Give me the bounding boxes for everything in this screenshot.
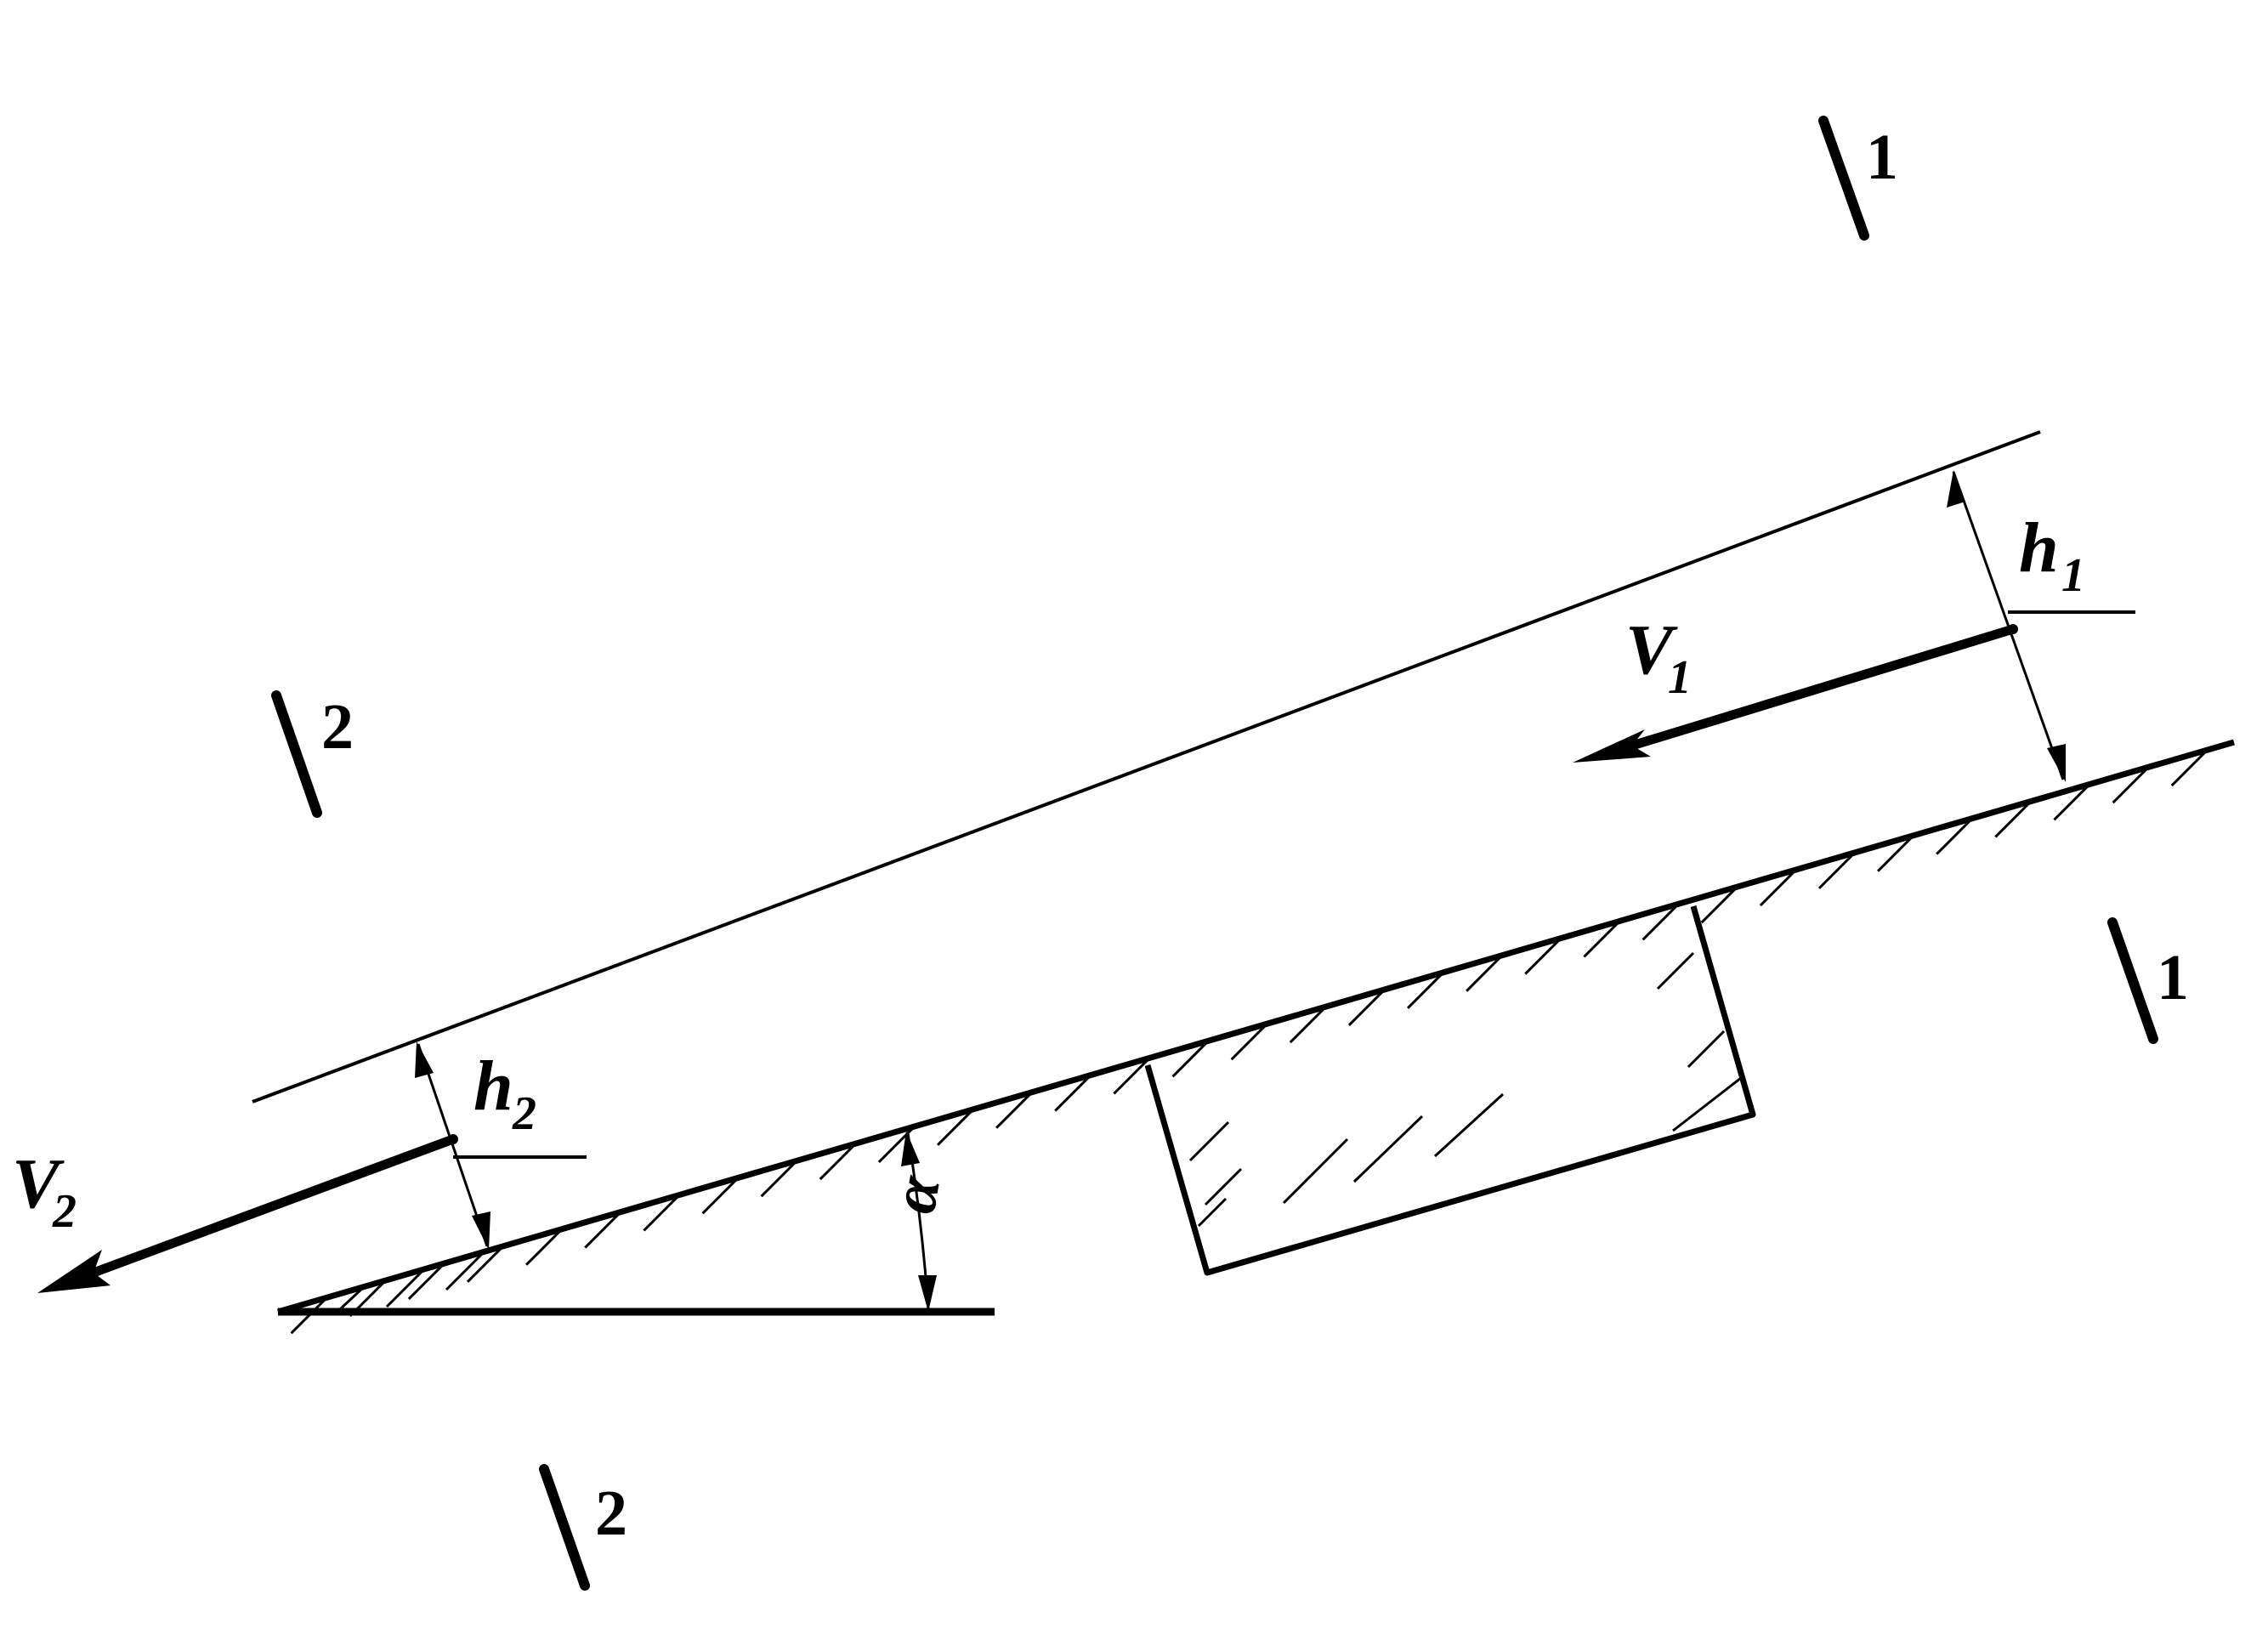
bed-hatching	[290, 749, 2208, 1335]
datum-hatch-line	[338, 1284, 367, 1311]
block-hatch-line	[1197, 1197, 1228, 1228]
velocity-label-v1-sub: 1	[1668, 651, 1692, 704]
block-hatch-line	[1672, 1076, 1742, 1132]
section-mark-2-bottom	[539, 1464, 590, 1591]
bed-hatch-line	[2112, 766, 2150, 804]
bed-hatch-line	[1583, 920, 1621, 958]
bed-hatch-line	[1171, 1040, 1210, 1078]
bed-hatch-line	[2053, 783, 2091, 821]
depth-label-h1: h	[2019, 508, 2059, 587]
velocity-arrow-v1	[1573, 624, 2018, 763]
bed-hatch-line	[1466, 954, 1504, 992]
angle-dimension-alpha	[901, 1131, 937, 1312]
channel-bed-line	[277, 739, 2235, 1315]
block-hatch-line	[1204, 1167, 1243, 1206]
bed-hatch-line	[584, 1211, 622, 1249]
bed-hatch-line	[349, 1279, 387, 1318]
bed-hatch-line	[290, 1296, 328, 1335]
depth-label-h2-sub: 2	[512, 1087, 536, 1140]
soil-block	[1144, 905, 1756, 1276]
bed-hatch-line	[1289, 1005, 1327, 1044]
block-hatch-line	[1433, 1092, 1505, 1158]
block-hatch-line	[1352, 1115, 1424, 1183]
bed-hatch-line	[877, 1125, 916, 1163]
velocity-arrow-v2	[37, 1134, 458, 1293]
angle-label-alpha: α	[877, 1169, 954, 1218]
bed-hatch-line	[1700, 886, 1738, 924]
section-label-2-top: 2	[321, 691, 354, 763]
bed-hatch-line	[407, 1262, 445, 1301]
datum-hatch-line	[445, 1250, 486, 1291]
bed-hatch-line	[643, 1194, 681, 1232]
bed-hatch-line	[2170, 749, 2208, 787]
datum-hatching	[338, 1250, 486, 1311]
bed-hatch-line	[1936, 817, 1974, 855]
bed-hatch-line	[936, 1108, 975, 1146]
bed-hatch-line	[1230, 1023, 1268, 1061]
bed-hatch-line	[1641, 903, 1680, 941]
section-mark-1-bottom	[2107, 917, 2158, 1044]
water-surface-line	[252, 430, 2041, 1104]
depth-dimension-h2	[415, 1041, 587, 1250]
section-label-1-top: 1	[1866, 122, 1898, 193]
datum-hatch-line	[385, 1267, 427, 1308]
bed-hatch-line	[1994, 800, 2033, 838]
bed-hatch-line	[1406, 971, 1445, 1009]
block-hatch-line	[1656, 951, 1695, 990]
bed-hatch-line	[1877, 834, 1915, 872]
bed-hatch-line	[995, 1091, 1034, 1129]
bed-hatch-line	[1113, 1057, 1151, 1095]
section-mark-2-top	[271, 690, 322, 818]
velocity-label-v2: V	[12, 1144, 65, 1223]
bed-hatch-line	[1817, 851, 1857, 889]
section-mark-1-top	[1818, 116, 1869, 241]
block-hatch-line	[1282, 1138, 1349, 1205]
velocity-label-v1: V	[1625, 610, 1678, 689]
bed-hatch-line	[1524, 937, 1562, 975]
bed-hatch-line	[701, 1177, 740, 1215]
bed-hatch-line	[760, 1160, 798, 1198]
block-hatch-line	[1687, 1030, 1726, 1069]
depth-dimension-h1	[1947, 470, 2135, 782]
bed-hatch-line	[819, 1143, 857, 1181]
bed-hatch-line	[525, 1228, 564, 1266]
section-label-2-bottom: 2	[595, 1478, 627, 1549]
bed-hatch-line	[466, 1245, 505, 1283]
velocity-label-v2-sub: 2	[52, 1185, 77, 1238]
depth-label-h1-sub: 1	[2061, 549, 2085, 602]
depth-label-h2: h	[473, 1047, 513, 1126]
bed-hatch-line	[1759, 868, 1797, 907]
bed-hatch-line	[1347, 988, 1386, 1026]
section-label-1-bottom: 1	[2157, 942, 2189, 1013]
block-hatch-line	[1188, 1121, 1230, 1162]
bed-hatch-line	[1054, 1074, 1092, 1112]
